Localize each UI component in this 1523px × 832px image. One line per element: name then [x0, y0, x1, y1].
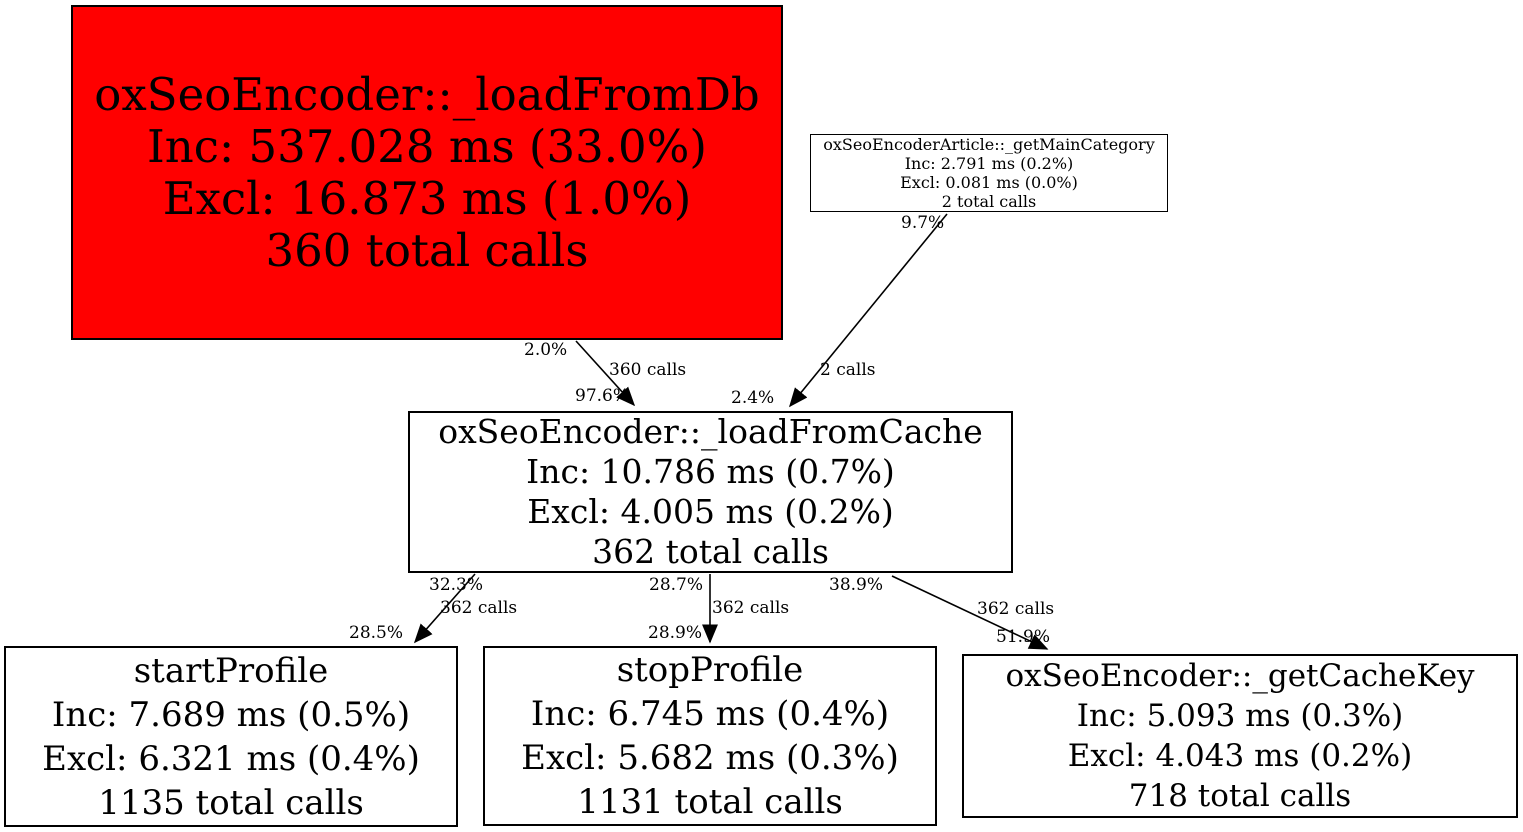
node-function-name: oxSeoEncoder::_loadFromCache	[438, 412, 983, 451]
node-inclusive-time: Inc: 10.786 ms (0.7%)	[526, 452, 895, 491]
edge-cache-to-stop-tail-percent: 28.7%	[649, 575, 704, 595]
node-total-calls: 360 total calls	[265, 223, 589, 277]
edge-article-to-cache-head-percent: 2.4%	[731, 388, 775, 408]
edge-cache-to-key-head-percent: 51.9%	[996, 627, 1051, 647]
node-function-name: oxSeoEncoderArticle::_getMainCategory	[823, 135, 1155, 154]
node-inclusive-time: Inc: 6.745 ms (0.4%)	[530, 694, 890, 734]
edge-cache-to-start-tail-percent: 32.3%	[429, 575, 484, 595]
edge-db-to-cache-tail-percent: 2.0%	[524, 340, 568, 360]
node-exclusive-time: Excl: 6.321 ms (0.4%)	[42, 738, 420, 779]
edge-cache-to-start-call-count: 362 calls	[440, 598, 518, 618]
node-function-name: oxSeoEncoder::_getCacheKey	[1005, 658, 1475, 694]
node-inclusive-time: Inc: 7.689 ms (0.5%)	[51, 694, 411, 735]
node-get-cache-key: oxSeoEncoder::_getCacheKey Inc: 5.093 ms…	[962, 654, 1518, 818]
node-load-from-db: oxSeoEncoder::_loadFromDb Inc: 537.028 m…	[71, 5, 783, 340]
node-load-from-cache: oxSeoEncoder::_loadFromCache Inc: 10.786…	[408, 411, 1013, 573]
node-inclusive-time: Inc: 2.791 ms (0.2%)	[904, 154, 1074, 173]
node-total-calls: 362 total calls	[592, 532, 829, 571]
node-function-name: stopProfile	[616, 650, 804, 690]
edge-db-to-cache-call-count: 360 calls	[609, 360, 687, 380]
node-exclusive-time: Excl: 4.043 ms (0.2%)	[1067, 738, 1413, 774]
edge-cache-to-key-call-count: 362 calls	[977, 599, 1055, 619]
edge-arrow-article-to-cache	[788, 213, 948, 408]
edge-db-to-cache-head-percent: 97.6%	[575, 386, 630, 406]
node-function-name: oxSeoEncoder::_loadFromDb	[94, 67, 760, 121]
node-function-name: startProfile	[133, 650, 329, 691]
edge-cache-to-start-head-percent: 28.5%	[349, 623, 404, 643]
node-exclusive-time: Excl: 5.682 ms (0.3%)	[521, 738, 899, 778]
node-start-profile: startProfile Inc: 7.689 ms (0.5%) Excl: …	[4, 646, 458, 827]
edge-cache-to-key-tail-percent: 38.9%	[829, 575, 884, 595]
edge-article-to-cache-tail-percent: 9.7%	[901, 213, 945, 233]
node-total-calls: 1135 total calls	[98, 782, 364, 823]
node-inclusive-time: Inc: 537.028 ms (33.0%)	[147, 119, 707, 173]
node-exclusive-time: Excl: 16.873 ms (1.0%)	[162, 171, 692, 225]
edge-cache-to-stop-head-percent: 28.9%	[648, 623, 703, 643]
node-exclusive-time: Excl: 0.081 ms (0.0%)	[900, 173, 1078, 192]
edge-cache-to-stop-call-count: 362 calls	[712, 598, 790, 618]
edge-arrow-db-to-cache	[575, 340, 636, 407]
node-get-main-category: oxSeoEncoderArticle::_getMainCategory In…	[810, 134, 1168, 212]
edge-article-to-cache-call-count: 2 calls	[820, 360, 876, 380]
node-total-calls: 718 total calls	[1128, 778, 1352, 814]
node-exclusive-time: Excl: 4.005 ms (0.2%)	[527, 492, 894, 531]
edge-arrow-cache-to-key	[891, 575, 1049, 650]
node-total-calls: 1131 total calls	[577, 782, 843, 822]
node-total-calls: 2 total calls	[941, 192, 1037, 211]
edge-arrow-cache-to-start	[413, 573, 476, 644]
node-inclusive-time: Inc: 5.093 ms (0.3%)	[1076, 698, 1404, 734]
node-stop-profile: stopProfile Inc: 6.745 ms (0.4%) Excl: 5…	[483, 646, 937, 826]
